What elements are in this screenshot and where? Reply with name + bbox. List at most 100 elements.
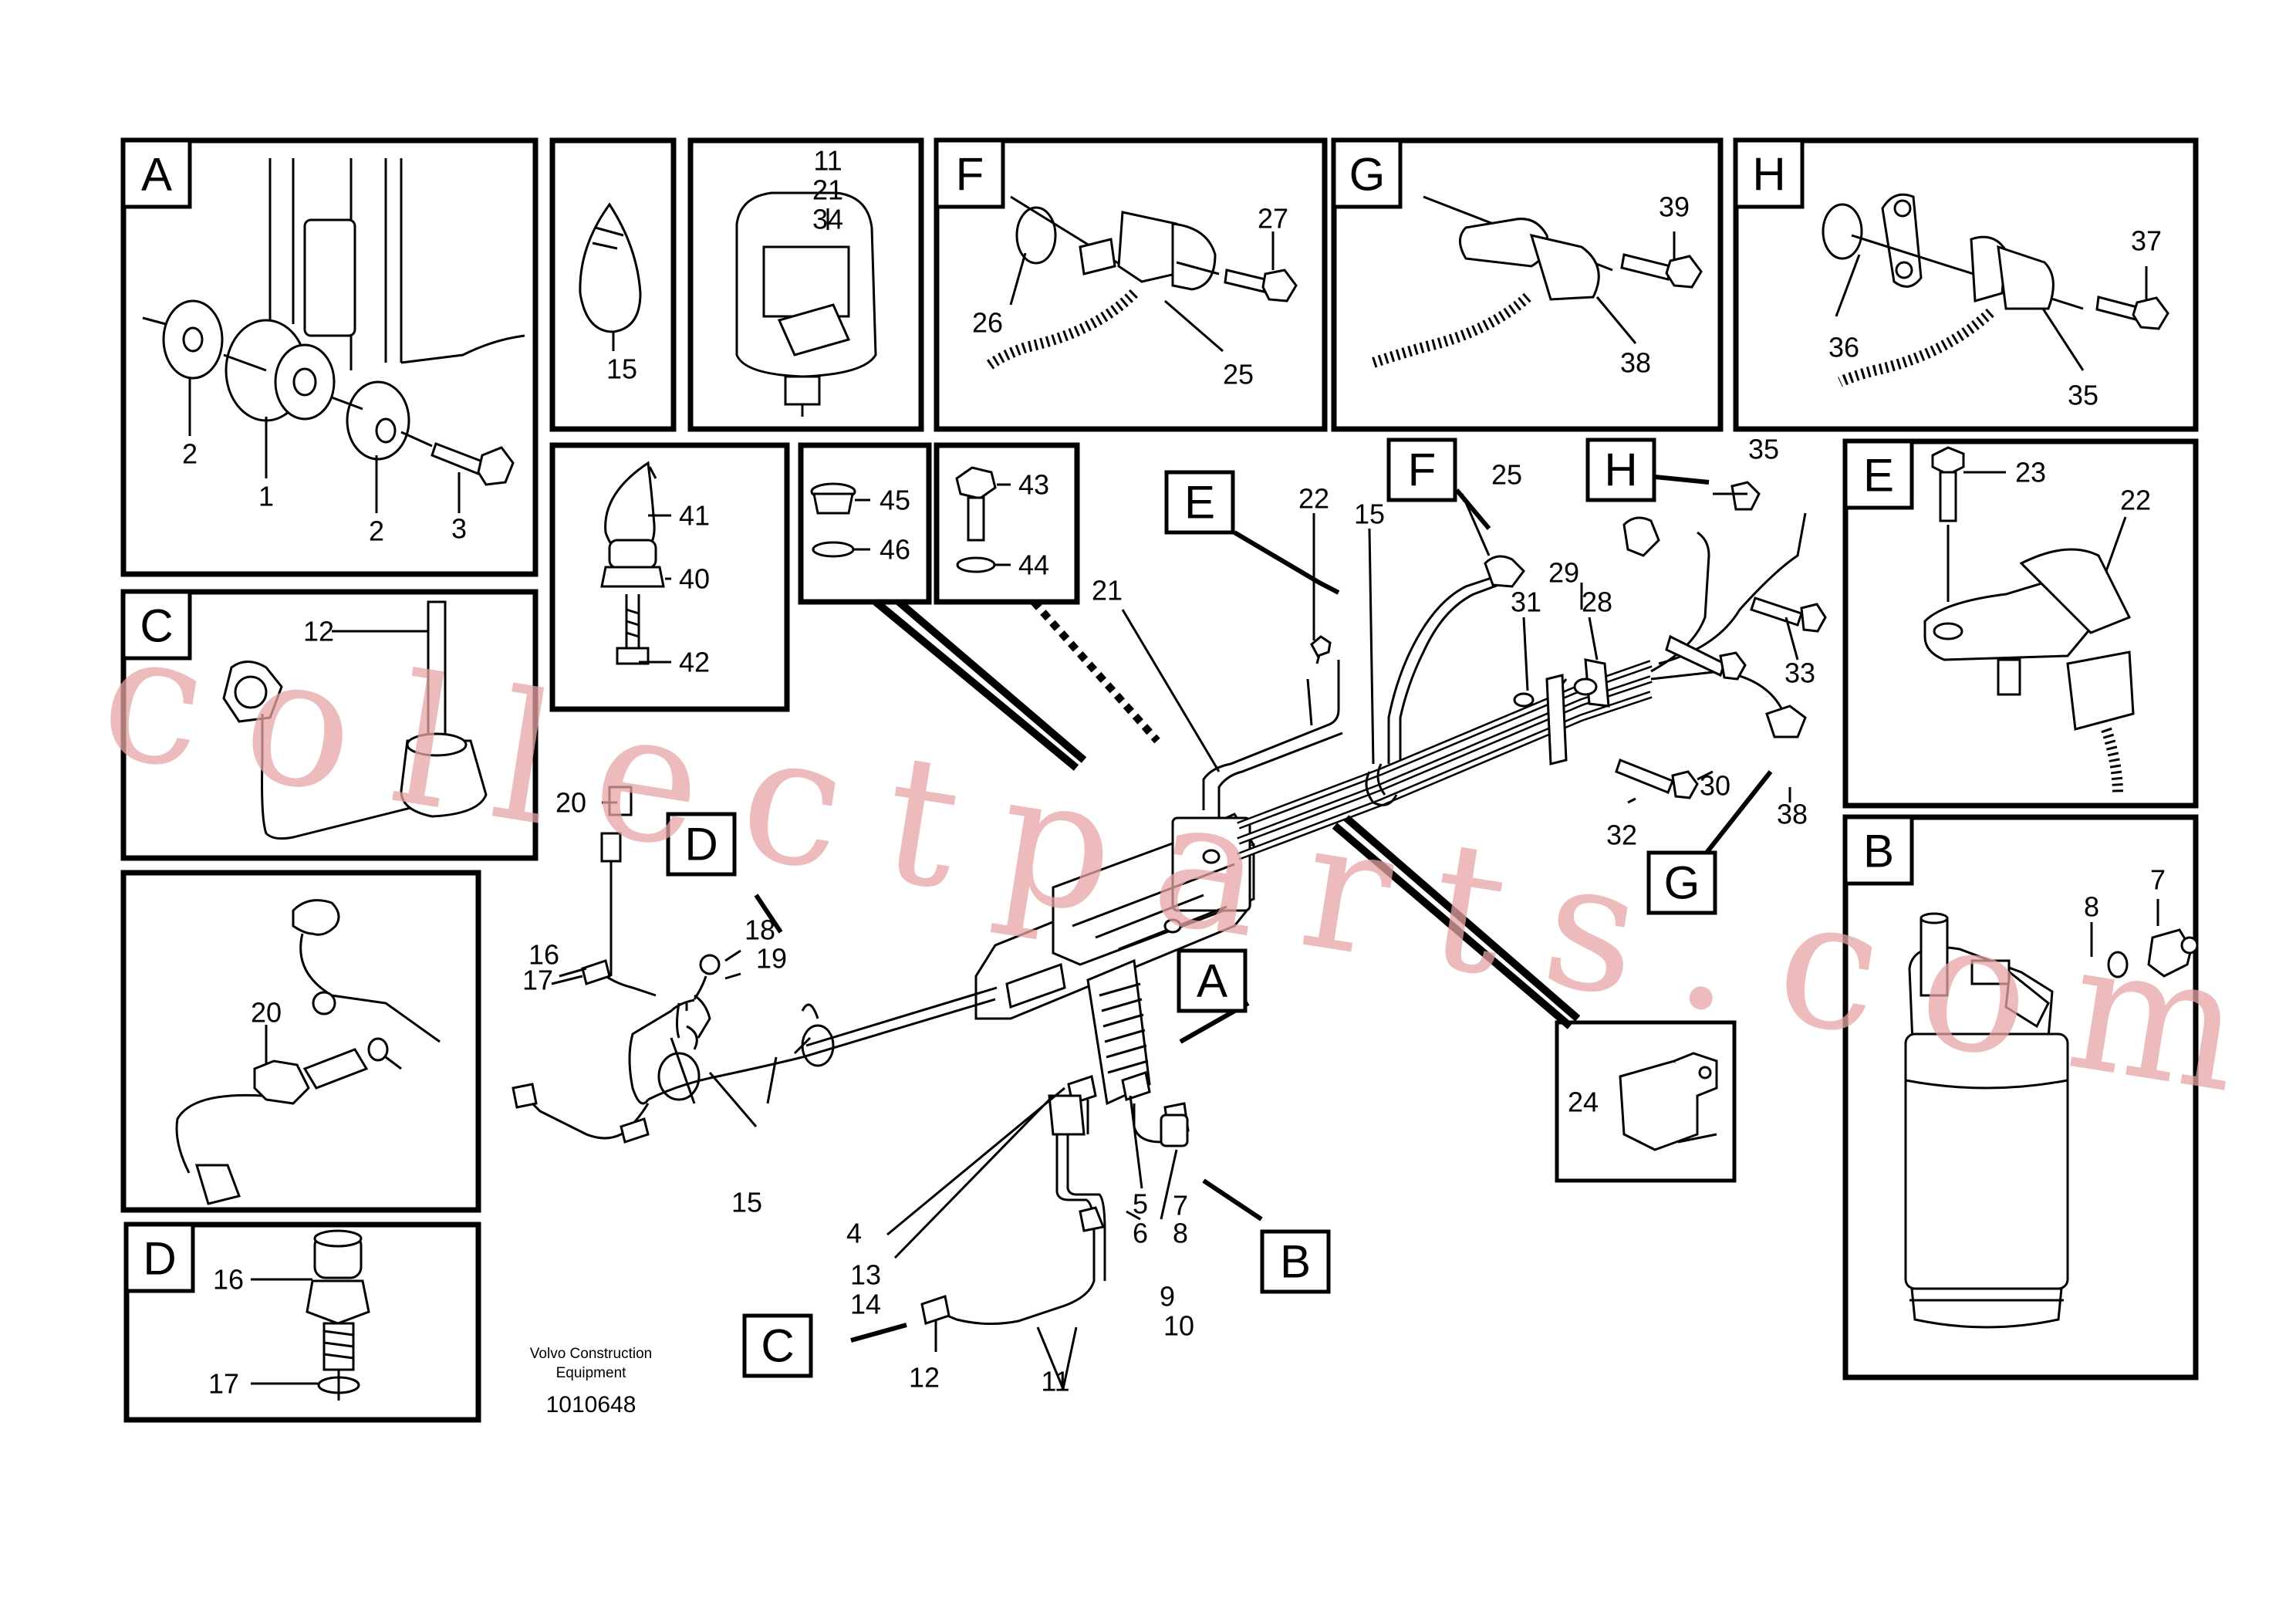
label-40: 40 — [679, 563, 710, 595]
sensor-40 — [600, 461, 665, 665]
label-46: 46 — [880, 534, 910, 566]
label-main-10: 10 — [1163, 1310, 1194, 1342]
label-f-25: 25 — [1223, 359, 1254, 390]
label-bracket-34: 34 — [812, 204, 843, 235]
main-tag-e: E — [1164, 470, 1235, 535]
fuel-filter — [1904, 912, 2199, 1329]
svg-text:E: E — [1863, 450, 1894, 502]
label-main-35: 35 — [1748, 434, 1779, 465]
label-h-37: 37 — [2131, 225, 2162, 257]
label-main-22: 22 — [1298, 483, 1329, 515]
sensor41-leaders — [639, 514, 671, 664]
panel-g-leaders — [1595, 231, 1676, 344]
main-engine-block — [974, 813, 1255, 1106]
panel-e-leaders — [1963, 471, 2127, 572]
panel-a-parts — [142, 158, 525, 486]
label-main-33: 33 — [1784, 657, 1815, 689]
label-42: 42 — [679, 647, 710, 678]
sensor-35 — [1822, 193, 2169, 387]
label-main-13: 13 — [850, 1259, 881, 1291]
panel-f-tag: F — [934, 138, 1005, 209]
panel-a-leaders — [188, 378, 461, 513]
label-main-12: 12 — [909, 1362, 940, 1394]
label-41: 41 — [679, 500, 710, 532]
label-d-16: 16 — [213, 1264, 244, 1296]
panel-plug45-frame — [798, 442, 932, 605]
panel-c-frame — [120, 589, 539, 861]
label-main-15b: 15 — [731, 1187, 762, 1218]
panel-c-tag: C — [121, 590, 192, 661]
label-main-38: 38 — [1777, 799, 1808, 830]
panel-a-tag: A — [121, 138, 192, 209]
panel-f-leaders — [1009, 231, 1275, 353]
label-f-26: 26 — [972, 307, 1003, 339]
label-h-35: 35 — [2068, 380, 2098, 411]
main-wiring-harness — [1202, 481, 1827, 860]
label-main-5: 5 — [1133, 1188, 1148, 1220]
bolt-43 — [955, 466, 997, 573]
caption-line-1: Volvo Construction — [530, 1346, 652, 1362]
level-sensor-12 — [222, 600, 488, 840]
label-f-27: 27 — [1258, 203, 1288, 235]
svg-text:A: A — [1197, 955, 1227, 1007]
label-main-17: 17 — [522, 965, 553, 996]
label-main-19: 19 — [756, 943, 787, 975]
svg-text:E: E — [1184, 477, 1215, 529]
pressure-sender-16 — [306, 1229, 370, 1401]
svg-text:C: C — [140, 600, 173, 652]
label-main-28: 28 — [1582, 586, 1612, 618]
svg-text:B: B — [1863, 826, 1894, 877]
main-bracket-24 — [1555, 1020, 1737, 1183]
label-bracket-21: 21 — [812, 174, 843, 206]
label-a-2: 2 — [182, 438, 198, 470]
main-tag-h: H — [1585, 438, 1656, 502]
callout-lines — [754, 475, 1773, 1343]
label-g-39: 39 — [1659, 191, 1690, 223]
label-main-8: 8 — [1173, 1218, 1188, 1249]
label-g-38: 38 — [1620, 347, 1651, 379]
svg-text:H: H — [1604, 444, 1637, 496]
label-d-17: 17 — [208, 1368, 239, 1400]
label-24: 24 — [1568, 1086, 1599, 1118]
panel-h-leaders — [1835, 254, 2148, 371]
label-main-31: 31 — [1511, 586, 1541, 618]
plug45-leaders — [853, 498, 870, 551]
label-main-20: 20 — [555, 787, 586, 819]
panel-bolt43-frame — [934, 442, 1080, 605]
label-a-1: 1 — [258, 481, 274, 512]
plug-45 — [810, 482, 856, 558]
label-temp-20: 20 — [251, 997, 282, 1029]
cable-tie-15 — [579, 202, 642, 351]
sensor-38 — [1371, 195, 1703, 368]
label-43: 43 — [1018, 469, 1049, 501]
panel-h-tag: H — [1734, 138, 1805, 209]
svg-text:G: G — [1664, 857, 1700, 909]
label-main-6: 6 — [1133, 1218, 1148, 1249]
label-main-15: 15 — [1354, 498, 1385, 530]
svg-text:C: C — [761, 1320, 794, 1372]
panel-d-leaders — [251, 1278, 318, 1385]
label-bracket-11: 11 — [813, 145, 842, 177]
sensor-25 — [984, 195, 1298, 371]
drawing-number: 1010648 — [546, 1392, 636, 1418]
label-main-7: 7 — [1173, 1190, 1188, 1222]
svg-text:F: F — [1408, 444, 1437, 496]
main-tag-a: A — [1177, 948, 1248, 1013]
label-main-25: 25 — [1491, 459, 1522, 491]
label-main-18: 18 — [745, 914, 775, 946]
panel-h-frame — [1733, 137, 2199, 432]
label-b-8: 8 — [2084, 891, 2099, 923]
svg-text:H: H — [1752, 149, 1785, 201]
clamp-bracket — [735, 191, 877, 417]
panel-sensor41-frame — [549, 442, 790, 712]
label-h-36: 36 — [1828, 332, 1859, 363]
panel-b-tag: B — [1843, 815, 1914, 886]
caption-line-2: Equipment — [556, 1365, 627, 1381]
label-clip-15: 15 — [606, 353, 637, 385]
label-a-3: 3 — [451, 513, 467, 545]
label-45: 45 — [880, 485, 910, 516]
label-main-11: 11 — [1041, 1366, 1069, 1397]
svg-text:G: G — [1349, 149, 1386, 201]
main-leaders — [551, 492, 1799, 1390]
